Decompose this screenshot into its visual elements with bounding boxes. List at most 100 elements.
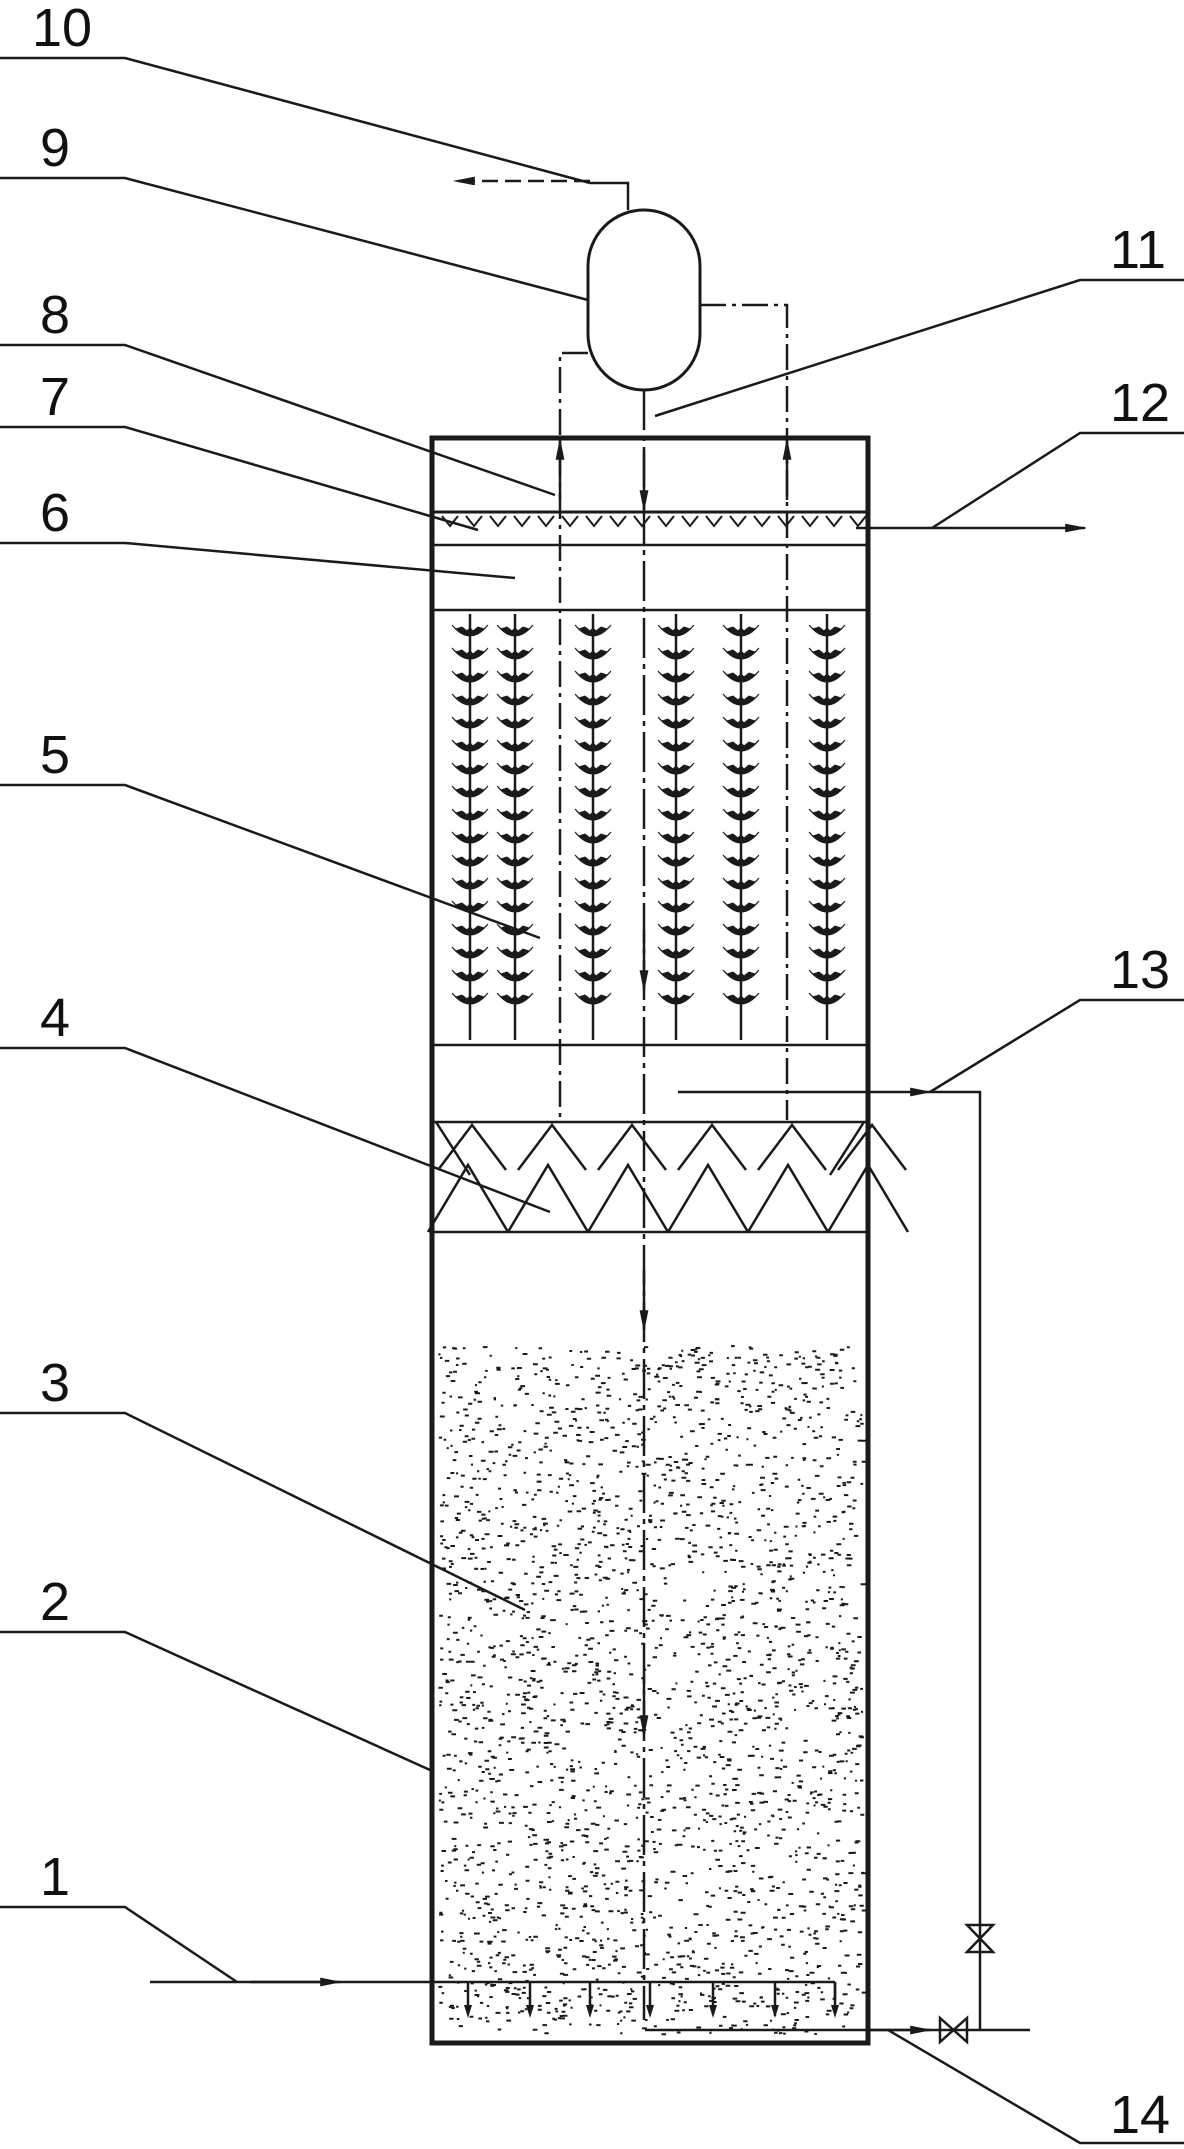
carrier-tuft (574, 785, 612, 798)
overflow-weir (441, 515, 867, 528)
carrier-tuft (657, 877, 695, 890)
carrier-tuft (496, 670, 534, 683)
carrier-tuft (496, 762, 534, 775)
carrier-tuft (451, 624, 489, 637)
carrier-string (496, 614, 534, 1040)
distributor-nozzle (526, 1982, 534, 2018)
label-8: 8 (40, 285, 70, 345)
reactor-vessel (429, 435, 871, 2046)
carrier-tuft (722, 670, 760, 683)
carrier-tuft (808, 946, 846, 959)
separator-baffle (826, 1162, 910, 1233)
carrier-tuft (808, 923, 846, 936)
weir-notch (681, 515, 699, 528)
carrier-tuft (574, 739, 612, 752)
carrier-tuft (722, 923, 760, 936)
label-14: 14 (1110, 2085, 1170, 2145)
carrier-tuft (657, 693, 695, 706)
separator-hood (517, 1122, 587, 1171)
carrier-tuft (722, 716, 760, 729)
carrier-tuft (451, 923, 489, 936)
carrier-tuft (657, 762, 695, 775)
discharge-valve-icon (938, 2015, 969, 2045)
three-phase-separator (426, 1121, 910, 1233)
separator-hood (597, 1122, 667, 1171)
carrier-tuft (808, 670, 846, 683)
carrier-tuft (808, 808, 846, 821)
carrier-tuft (657, 624, 695, 637)
separator-edge (828, 1121, 866, 1176)
carrier-tuft (808, 992, 846, 1005)
weir-notch (729, 515, 747, 528)
carrier-tuft (451, 647, 489, 660)
carrier-tuft (722, 877, 760, 890)
carrier-tuft (722, 808, 760, 821)
separator-baffle (746, 1162, 830, 1233)
weir-notch (825, 515, 843, 528)
carrier-tuft (496, 831, 534, 844)
carrier-tuft (808, 716, 846, 729)
label-7: 7 (40, 367, 70, 427)
carrier-tuft (722, 785, 760, 798)
label-1: 1 (40, 1847, 70, 1907)
weir-notch (753, 515, 771, 528)
distributor-nozzle (831, 1982, 839, 2018)
carrier-tuft (574, 992, 612, 1005)
carrier-tuft (496, 946, 534, 959)
carrier-tuft (496, 693, 534, 706)
carrier-tuft (808, 785, 846, 798)
carrier-tuft (496, 854, 534, 867)
carrier-tuft (657, 854, 695, 867)
label-10: 10 (32, 0, 92, 58)
weir-notch (657, 515, 675, 528)
carrier-tuft (574, 923, 612, 936)
carrier-tuft (451, 785, 489, 798)
gas-outlet-pipe (590, 181, 630, 210)
label-6: 6 (40, 483, 70, 543)
biofilm-carrier-strings (451, 614, 846, 1040)
carrier-tuft (496, 969, 534, 982)
carrier-tuft (808, 877, 846, 890)
right-gas-riser (700, 303, 789, 1120)
carrier-tuft (496, 992, 534, 1005)
carrier-tuft (722, 969, 760, 982)
carrier-tuft (451, 877, 489, 890)
carrier-tuft (496, 739, 534, 752)
carrier-tuft (808, 900, 846, 913)
carrier-tuft (451, 992, 489, 1005)
sludge-bed (438, 1345, 867, 2036)
carrier-tuft (808, 831, 846, 844)
weir-notch (585, 515, 603, 528)
label-4: 4 (40, 988, 70, 1048)
carrier-tuft (722, 647, 760, 660)
label-11: 11 (1110, 220, 1166, 280)
carrier-tuft (722, 854, 760, 867)
carrier-tuft (451, 716, 489, 729)
carrier-tuft (574, 900, 612, 913)
carrier-tuft (496, 808, 534, 821)
distributor-nozzle (646, 1982, 654, 2018)
carrier-tuft (574, 831, 612, 844)
carrier-tuft (808, 647, 846, 660)
carrier-tuft (657, 969, 695, 982)
carrier-tuft (657, 647, 695, 660)
carrier-tuft (657, 992, 695, 1005)
distributor-nozzle (709, 1982, 717, 2018)
carrier-tuft (722, 946, 760, 959)
gas-liquid-separator-tank (586, 208, 702, 392)
distributor-nozzle (464, 1982, 472, 2018)
carrier-tuft (574, 808, 612, 821)
carrier-tuft (451, 969, 489, 982)
carrier-tuft (722, 831, 760, 844)
weir-notch (705, 515, 723, 528)
carrier-tuft (496, 877, 534, 890)
carrier-tuft (808, 739, 846, 752)
carrier-tuft (451, 739, 489, 752)
weir-notch (513, 515, 531, 528)
carrier-tuft (808, 624, 846, 637)
water-distributor-nozzles (464, 1982, 839, 2018)
label-2: 2 (40, 1572, 70, 1632)
carrier-tuft (451, 831, 489, 844)
carrier-tuft (574, 854, 612, 867)
